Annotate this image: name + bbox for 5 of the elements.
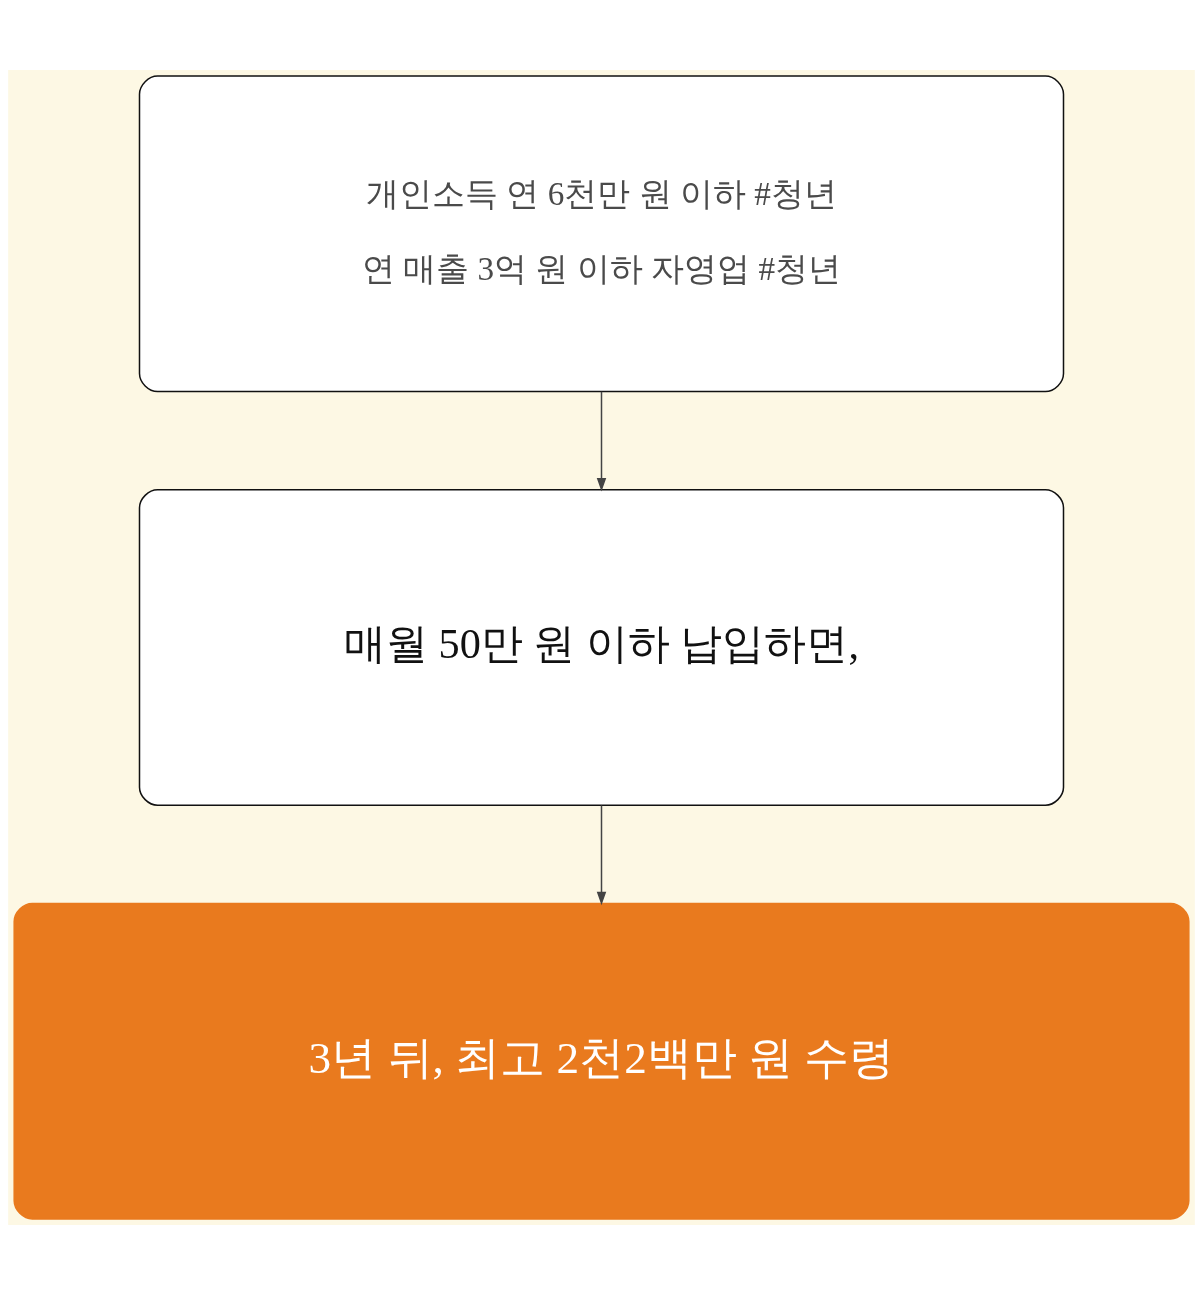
arrow [596,804,607,906]
arrow [596,391,607,492]
node-box: 개인소득 연 6천만 원 이하 #청년 연 매출 3억 원 이하 자영업 #청년 [138,75,1065,393]
node-box: 매월 50만 원 이하 납입하면, [138,488,1065,807]
node-box: 3년 뒤, 최고 2천2백만 원 수령 [13,902,1190,1220]
